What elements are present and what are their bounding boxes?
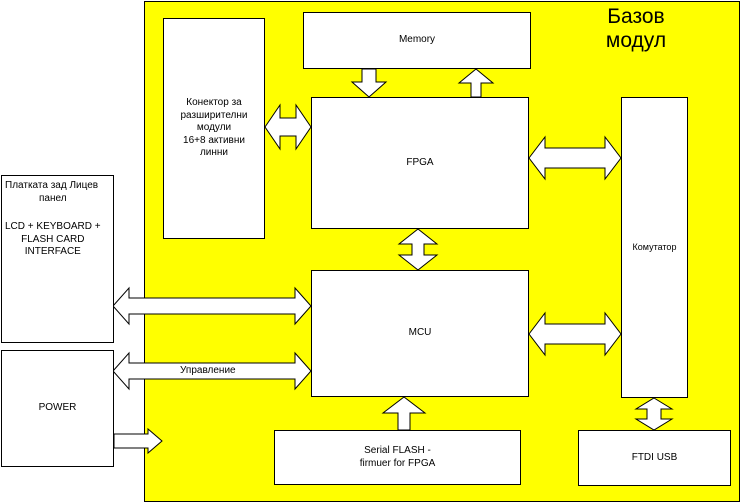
memory-label: Memory [398,34,436,46]
arrow-fpga-to-memory [457,68,495,98]
expansion-connector-block: Конектор за разширителни модули 16+8 акт… [163,18,265,239]
arrow-fpga-switch [528,135,622,181]
serial-flash-line-1: Serial FLASH - [364,445,431,456]
arrow-mcu-switch [528,311,622,357]
panel-line-5: INTERFACE [24,246,81,257]
panel-line-1: Платката зад Лицев [5,180,99,191]
power-block: POWER [1,350,114,467]
mcu-label: MCU [408,327,432,339]
ftdi-usb-block: FTDI USB [578,430,731,486]
title-line-1: Базов [607,5,665,28]
arrow-flash-to-mcu [381,396,427,431]
connector-line-5: линни [199,147,229,159]
arrow-power-to-module [113,427,163,455]
title-line-2: модул [605,29,667,53]
panel-line-4: FLASH CARD [21,233,85,245]
switch-label: Комутатор [632,241,677,252]
memory-block: Memory [303,12,531,69]
front-panel-board-block: Платката зад Лицев панел LCD + KEYBOARD … [1,175,114,343]
arrow-memory-to-fpga [350,68,388,98]
connector-line-3: модули [196,122,232,134]
switch-block: Комутатор [621,97,688,398]
connector-line-1: Конектор за [186,97,242,109]
fpga-block: FPGA [311,97,529,229]
panel-line-3: LCD + KEYBOARD + [5,221,101,232]
power-label: POWER [38,402,77,414]
serial-flash-line-2: firmuer for FPGA [359,457,436,469]
arrow-panel-mcu [112,286,312,326]
ftdi-label: FTDI USB [631,451,678,463]
arrow-connector-fpga [264,103,312,151]
fpga-label: FPGA [406,156,434,168]
arrow-switch-ftdi [634,397,674,431]
connector-line-4: 16+8 активни [183,134,245,146]
mcu-block: MCU [311,270,529,397]
connector-line-2: разширителни [180,109,248,121]
panel-line-2: панел [39,192,67,204]
serial-flash-block: Serial FLASH - firmuer for FPGA [274,430,521,485]
control-label: Управление [180,365,236,376]
arrow-fpga-mcu [397,228,439,271]
base-module-title: Базов модул [588,5,684,53]
